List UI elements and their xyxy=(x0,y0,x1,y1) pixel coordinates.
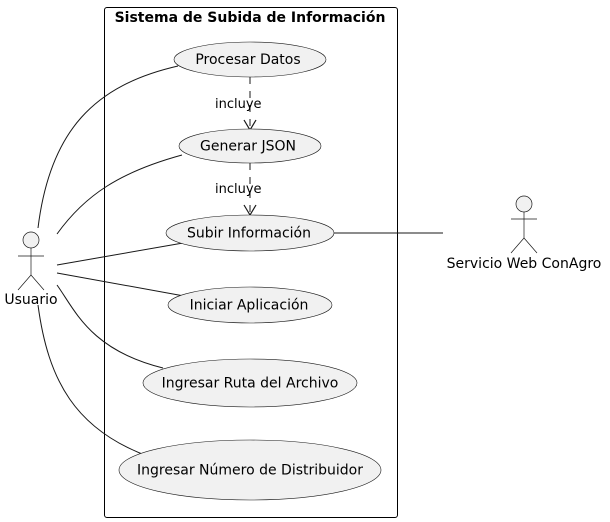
usecase-ruta-label: Ingresar Ruta del Archivo xyxy=(162,376,339,392)
associations xyxy=(37,65,443,458)
person-icon xyxy=(17,231,45,291)
usecase-ruta[interactable]: Ingresar Ruta del Archivo xyxy=(142,358,358,408)
system-title: Sistema de Subida de Información xyxy=(115,10,386,26)
actor-servicio-label: Servicio Web ConAgro xyxy=(447,256,602,272)
usecase-ruta-shape xyxy=(142,358,358,408)
usecase-generar[interactable]: Generar JSON xyxy=(178,128,322,164)
actor-usuario[interactable]: Usuario xyxy=(4,231,58,308)
include-label-1: incluye xyxy=(215,97,262,112)
assoc-usuario-iniciar xyxy=(56,272,185,297)
assoc-usuario-ruta xyxy=(56,284,164,369)
usecase-subir-label: Subir Información xyxy=(187,226,311,242)
assoc-usuario-generar xyxy=(56,154,183,235)
usecase-iniciar-shape xyxy=(167,286,333,324)
usecase-subir-shape xyxy=(165,214,335,252)
usecase-generar-label: Generar JSON xyxy=(200,139,296,155)
assoc-usuario-procesar xyxy=(37,65,179,229)
assoc-usuario-distribuidor xyxy=(37,304,151,458)
person-icon xyxy=(510,195,538,254)
usecase-distribuidor[interactable]: Ingresar Número de Distribuidor xyxy=(118,439,382,501)
usecase-procesar[interactable]: Procesar Datos xyxy=(173,41,327,78)
usecase-iniciar[interactable]: Iniciar Aplicación xyxy=(167,286,333,324)
usecase-procesar-label: Procesar Datos xyxy=(195,52,300,68)
usecase-distribuidor-label: Ingresar Número de Distribuidor xyxy=(137,463,363,479)
usecase-iniciar-label: Iniciar Aplicación xyxy=(190,298,309,314)
usecase-generar-shape xyxy=(178,128,322,164)
usecase-procesar-shape xyxy=(173,41,327,78)
assoc-usuario-subir xyxy=(56,242,184,266)
actor-usuario-label: Usuario xyxy=(4,292,57,308)
usecase-distribuidor-shape xyxy=(118,439,382,501)
include-label-2: incluye xyxy=(215,182,262,197)
actor-servicio[interactable]: Servicio Web ConAgro xyxy=(447,195,602,272)
actor-usuario-head xyxy=(22,231,40,249)
actor-servicio-head xyxy=(515,195,533,213)
usecase-subir[interactable]: Subir Información xyxy=(165,214,335,252)
